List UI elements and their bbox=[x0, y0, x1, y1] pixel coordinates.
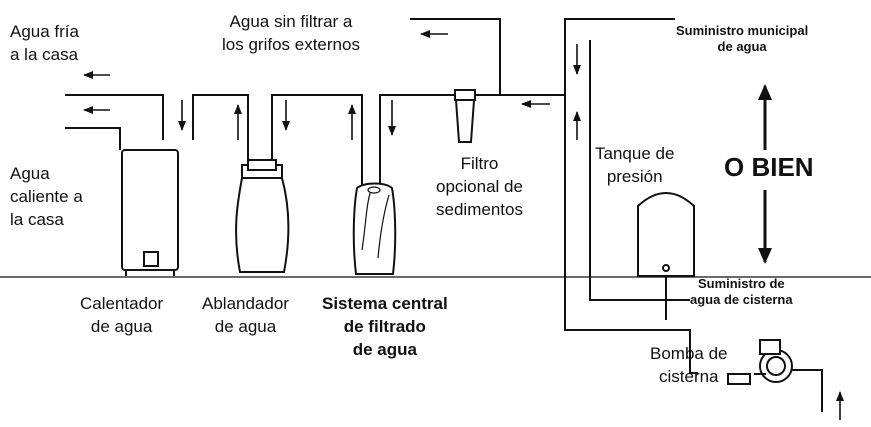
unfiltered-pipe bbox=[410, 18, 501, 95]
well-pipe-frame bbox=[564, 40, 698, 374]
central-system-label: Sistema central de filtrado de agua bbox=[322, 294, 448, 359]
pressure-tank-icon bbox=[637, 192, 695, 277]
softener-icon bbox=[235, 159, 290, 273]
central-pipe-b bbox=[379, 94, 565, 185]
municipal-supply-label: Suministro municipal de agua bbox=[676, 23, 809, 54]
sediment-filter-icon bbox=[454, 89, 476, 143]
municipal-pipe bbox=[564, 18, 675, 95]
heater-label: Calentador de agua bbox=[80, 294, 164, 336]
hot-water-label: Agua caliente a la casa bbox=[10, 164, 83, 229]
softener-pipe bbox=[192, 94, 249, 160]
central-filter-icon bbox=[352, 182, 397, 275]
softener-label: Ablandador de agua bbox=[202, 294, 289, 336]
unfiltered-label: Agua sin filtrar a los grifos externos bbox=[222, 12, 360, 54]
hot-water-pipe bbox=[65, 127, 121, 150]
cold-water-pipe bbox=[65, 94, 164, 140]
water-heater-icon bbox=[121, 149, 179, 276]
well-supply-label: Suministro de agua de cisterna bbox=[690, 276, 793, 307]
pressure-tank-label: Tanque de presión bbox=[595, 144, 675, 186]
sediment-filter-label: Filtro opcional de sedimentos bbox=[436, 154, 523, 219]
well-pump-label: Bomba de cisterna bbox=[650, 344, 728, 386]
well-pump-icon bbox=[727, 339, 793, 385]
either-or-label: O BIEN bbox=[724, 152, 814, 182]
cold-water-label: Agua fría a la casa bbox=[10, 22, 79, 64]
central-pipe-a bbox=[271, 94, 363, 185]
pump-pipe bbox=[790, 369, 823, 412]
